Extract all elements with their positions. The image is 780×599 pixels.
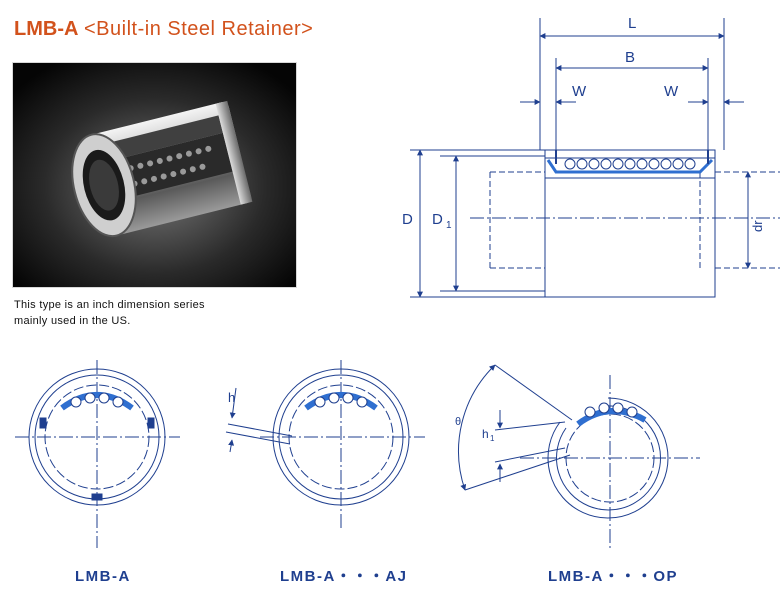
dim-label-h: h	[228, 390, 235, 405]
model-name: LMB-A	[14, 18, 79, 40]
cross-section-open	[458, 364, 700, 548]
cross-section-adjustable	[225, 360, 425, 530]
caption-open: LMB-A・・・OP	[548, 568, 678, 585]
dim-label-h1-subscript: 1	[490, 434, 495, 443]
dim-label-theta: θ	[455, 416, 461, 428]
dim-label-L: L	[628, 15, 636, 32]
dim-label-D: D	[402, 211, 413, 228]
caption-standard: LMB-A	[75, 568, 131, 585]
product-photo	[12, 62, 297, 288]
ball-row	[564, 158, 696, 170]
dim-label-h1: h	[482, 427, 489, 441]
description-line-2: mainly used in the US.	[14, 315, 131, 327]
bearing-illustration	[13, 63, 296, 287]
section-view	[410, 18, 780, 298]
dim-label-B: B	[625, 49, 635, 66]
cross-section-standard	[15, 360, 180, 548]
dim-label-W-left: W	[572, 83, 587, 100]
description: This type is an inch dimension series ma…	[14, 297, 205, 329]
caption-adjustable: LMB-A・・・AJ	[280, 568, 408, 585]
dim-label-W-right: W	[664, 83, 679, 100]
dim-label-D1-subscript: 1	[446, 220, 452, 231]
page-title: LMB-A <Built-in Steel Retainer>	[14, 18, 313, 41]
dim-label-D1: D	[432, 211, 443, 228]
model-subtitle: <Built-in Steel Retainer>	[84, 18, 314, 40]
dim-label-dr: dr	[750, 220, 765, 232]
description-line-1: This type is an inch dimension series	[14, 299, 205, 311]
